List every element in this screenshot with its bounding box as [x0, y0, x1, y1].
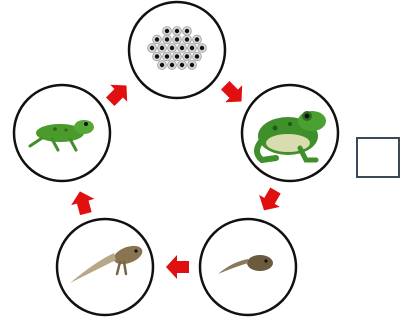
stage-adult-frog	[242, 85, 338, 181]
stage-tadpole-with-legs	[57, 219, 153, 315]
arrow-tadpole-to-tadpole-with-legs	[166, 255, 189, 279]
egg-yolk	[185, 54, 189, 58]
arrow-adult-to-tadpole	[254, 184, 286, 216]
egg-yolk	[170, 63, 174, 67]
egg-yolk	[150, 46, 154, 50]
egg-yolk	[155, 54, 159, 58]
stage-eggs	[129, 2, 225, 98]
egg-yolk	[195, 54, 199, 58]
egg-yolk	[170, 46, 174, 50]
arrow-eggs-to-adult	[217, 77, 250, 110]
egg-yolk	[190, 63, 194, 67]
egg-yolk	[160, 46, 164, 50]
arrow-tadpole-with-legs-to-froglet	[68, 188, 97, 216]
egg-yolk	[185, 29, 189, 33]
stage-froglet	[14, 85, 110, 181]
stage-tadpole	[200, 219, 296, 315]
egg-yolk	[200, 46, 204, 50]
egg-yolk	[175, 54, 179, 58]
egg-yolk	[180, 63, 184, 67]
egg-yolk	[190, 46, 194, 50]
egg-yolk	[165, 54, 169, 58]
egg-yolk	[195, 37, 199, 41]
arrow-froglet-to-eggs	[102, 77, 135, 110]
egg-yolk	[155, 37, 159, 41]
egg-yolk	[180, 46, 184, 50]
egg-yolk	[160, 63, 164, 67]
egg-yolk	[175, 29, 179, 33]
egg-yolk	[165, 29, 169, 33]
answer-box[interactable]	[356, 137, 400, 178]
egg-yolk	[185, 37, 189, 41]
egg-yolk	[175, 37, 179, 41]
egg-yolk	[165, 37, 169, 41]
